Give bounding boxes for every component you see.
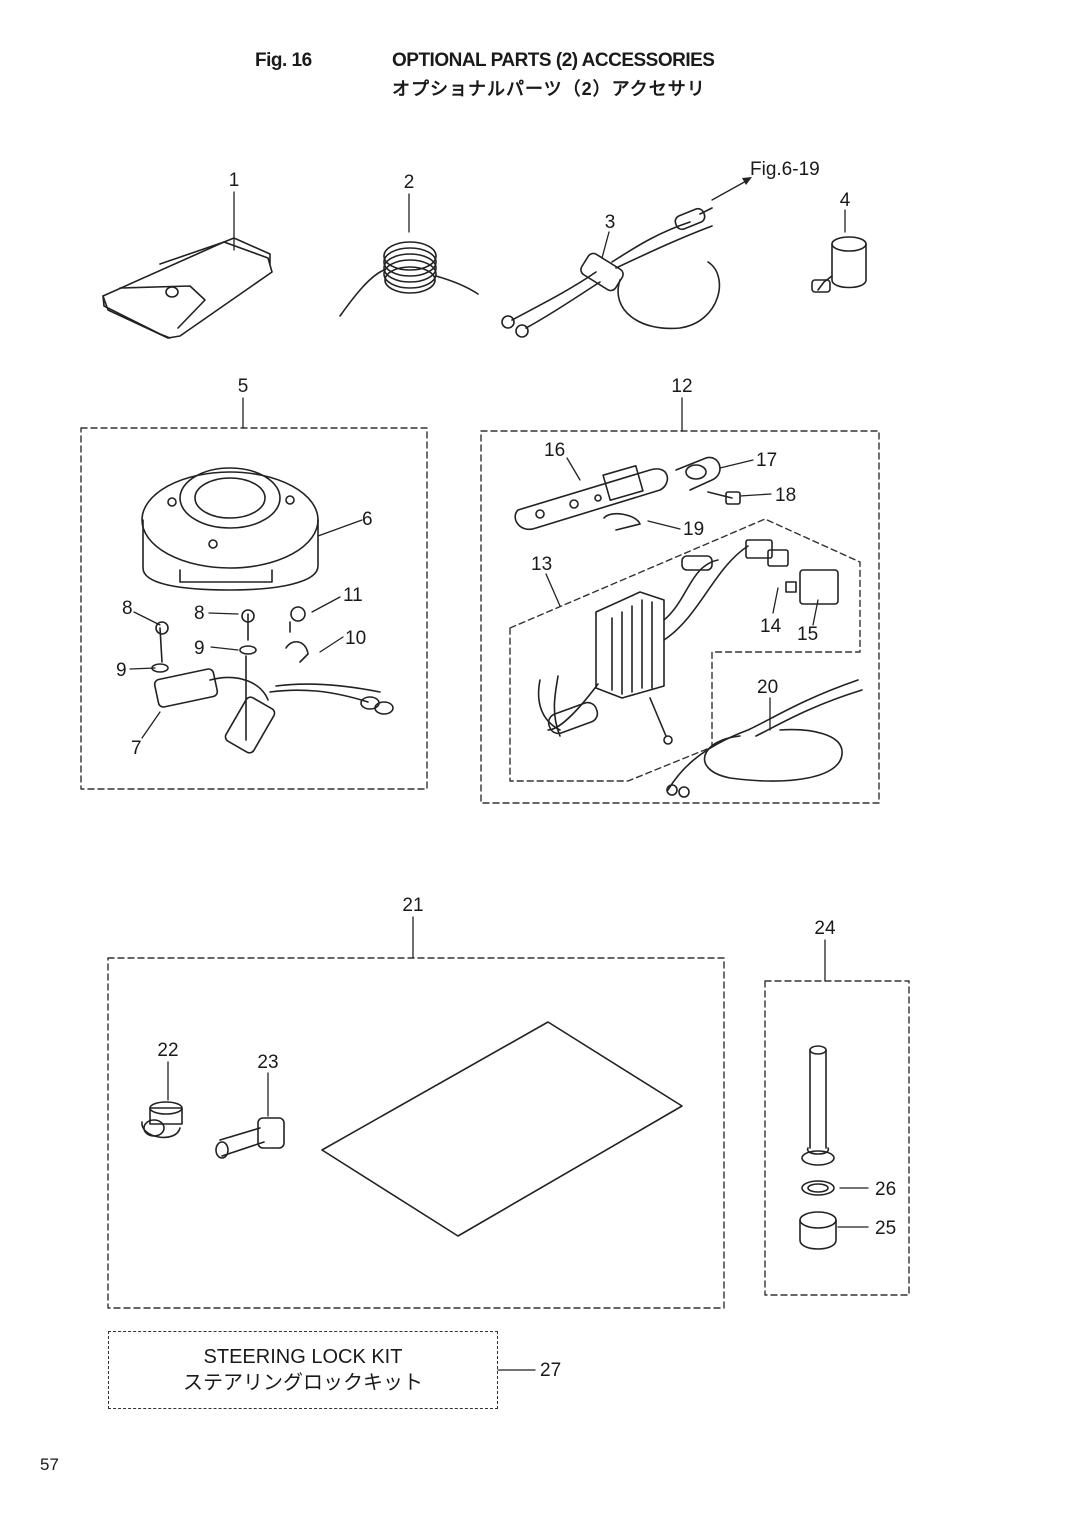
group-box-12 bbox=[480, 430, 880, 804]
group-box-5 bbox=[80, 427, 428, 790]
callout-15: 15 bbox=[797, 624, 818, 645]
callout-20: 20 bbox=[757, 677, 778, 698]
callout-1: 1 bbox=[229, 170, 240, 191]
callout-25: 25 bbox=[875, 1218, 896, 1239]
callout-27: 27 bbox=[540, 1360, 561, 1381]
callout-23: 23 bbox=[257, 1052, 278, 1073]
tool-pouch-part bbox=[102, 237, 273, 339]
callout-21: 21 bbox=[402, 895, 423, 916]
page-title-japanese: オプショナルパーツ（2）アクセサリ bbox=[392, 79, 706, 99]
figure-number: Fig. 16 bbox=[255, 50, 312, 71]
callout-16: 16 bbox=[544, 440, 565, 461]
group-box-21 bbox=[107, 957, 725, 1309]
jet-parts bbox=[141, 1101, 285, 1159]
callout-7: 7 bbox=[131, 738, 142, 759]
reference-arrow bbox=[711, 177, 752, 201]
callout-17: 17 bbox=[756, 450, 777, 471]
callout-4: 4 bbox=[840, 190, 851, 211]
gasket-sheet-part bbox=[321, 1021, 683, 1237]
callout-19: 19 bbox=[683, 519, 704, 540]
callout-2: 2 bbox=[404, 172, 415, 193]
callout-12: 12 bbox=[671, 376, 692, 397]
callout-9b: 9 bbox=[194, 638, 205, 659]
steering-lock-kit-label-japanese: ステアリングロックキット bbox=[183, 1372, 423, 1394]
callout-10: 10 bbox=[345, 628, 366, 649]
callout-8b: 8 bbox=[194, 603, 205, 624]
rectifier-part bbox=[537, 539, 839, 745]
reference-label: Fig.6-19 bbox=[750, 159, 820, 180]
callout-5: 5 bbox=[238, 376, 249, 397]
page-number: 57 bbox=[40, 1455, 59, 1474]
steering-lock-kit-box: STEERING LOCK KIT ステアリングロックキット bbox=[108, 1331, 498, 1409]
callout-8a: 8 bbox=[122, 598, 133, 619]
coiled-cord-part bbox=[339, 241, 479, 317]
callout-3: 3 bbox=[605, 212, 616, 233]
cable-part bbox=[666, 679, 863, 798]
valve-stem-part bbox=[799, 1045, 837, 1250]
callout-22: 22 bbox=[157, 1040, 178, 1061]
spacer-part bbox=[811, 236, 867, 293]
wiring-harness-part bbox=[501, 207, 721, 338]
callout-6: 6 bbox=[362, 509, 373, 530]
callout-13: 13 bbox=[531, 554, 552, 575]
callout-24: 24 bbox=[814, 918, 836, 939]
callout-26: 26 bbox=[875, 1179, 896, 1200]
callout-9a: 9 bbox=[116, 660, 127, 681]
flywheel-part bbox=[141, 467, 319, 591]
steering-lock-kit-label: STEERING LOCK KIT bbox=[203, 1346, 403, 1368]
group-box-13 bbox=[509, 518, 861, 782]
callout-14: 14 bbox=[760, 616, 782, 637]
bracket-part bbox=[514, 456, 741, 531]
page-title: OPTIONAL PARTS (2) ACCESSORIES bbox=[392, 50, 715, 71]
stator-coil-part bbox=[151, 606, 394, 754]
group-boxes bbox=[80, 427, 910, 1309]
leader-lines bbox=[129, 191, 869, 1371]
group-box-24 bbox=[764, 980, 910, 1296]
callout-11: 11 bbox=[343, 585, 363, 606]
callout-labels: 1 2 3 4 Fig.6-19 5 6 7 8 8 9 9 10 11 12 … bbox=[116, 159, 896, 1381]
callout-18: 18 bbox=[775, 485, 796, 506]
